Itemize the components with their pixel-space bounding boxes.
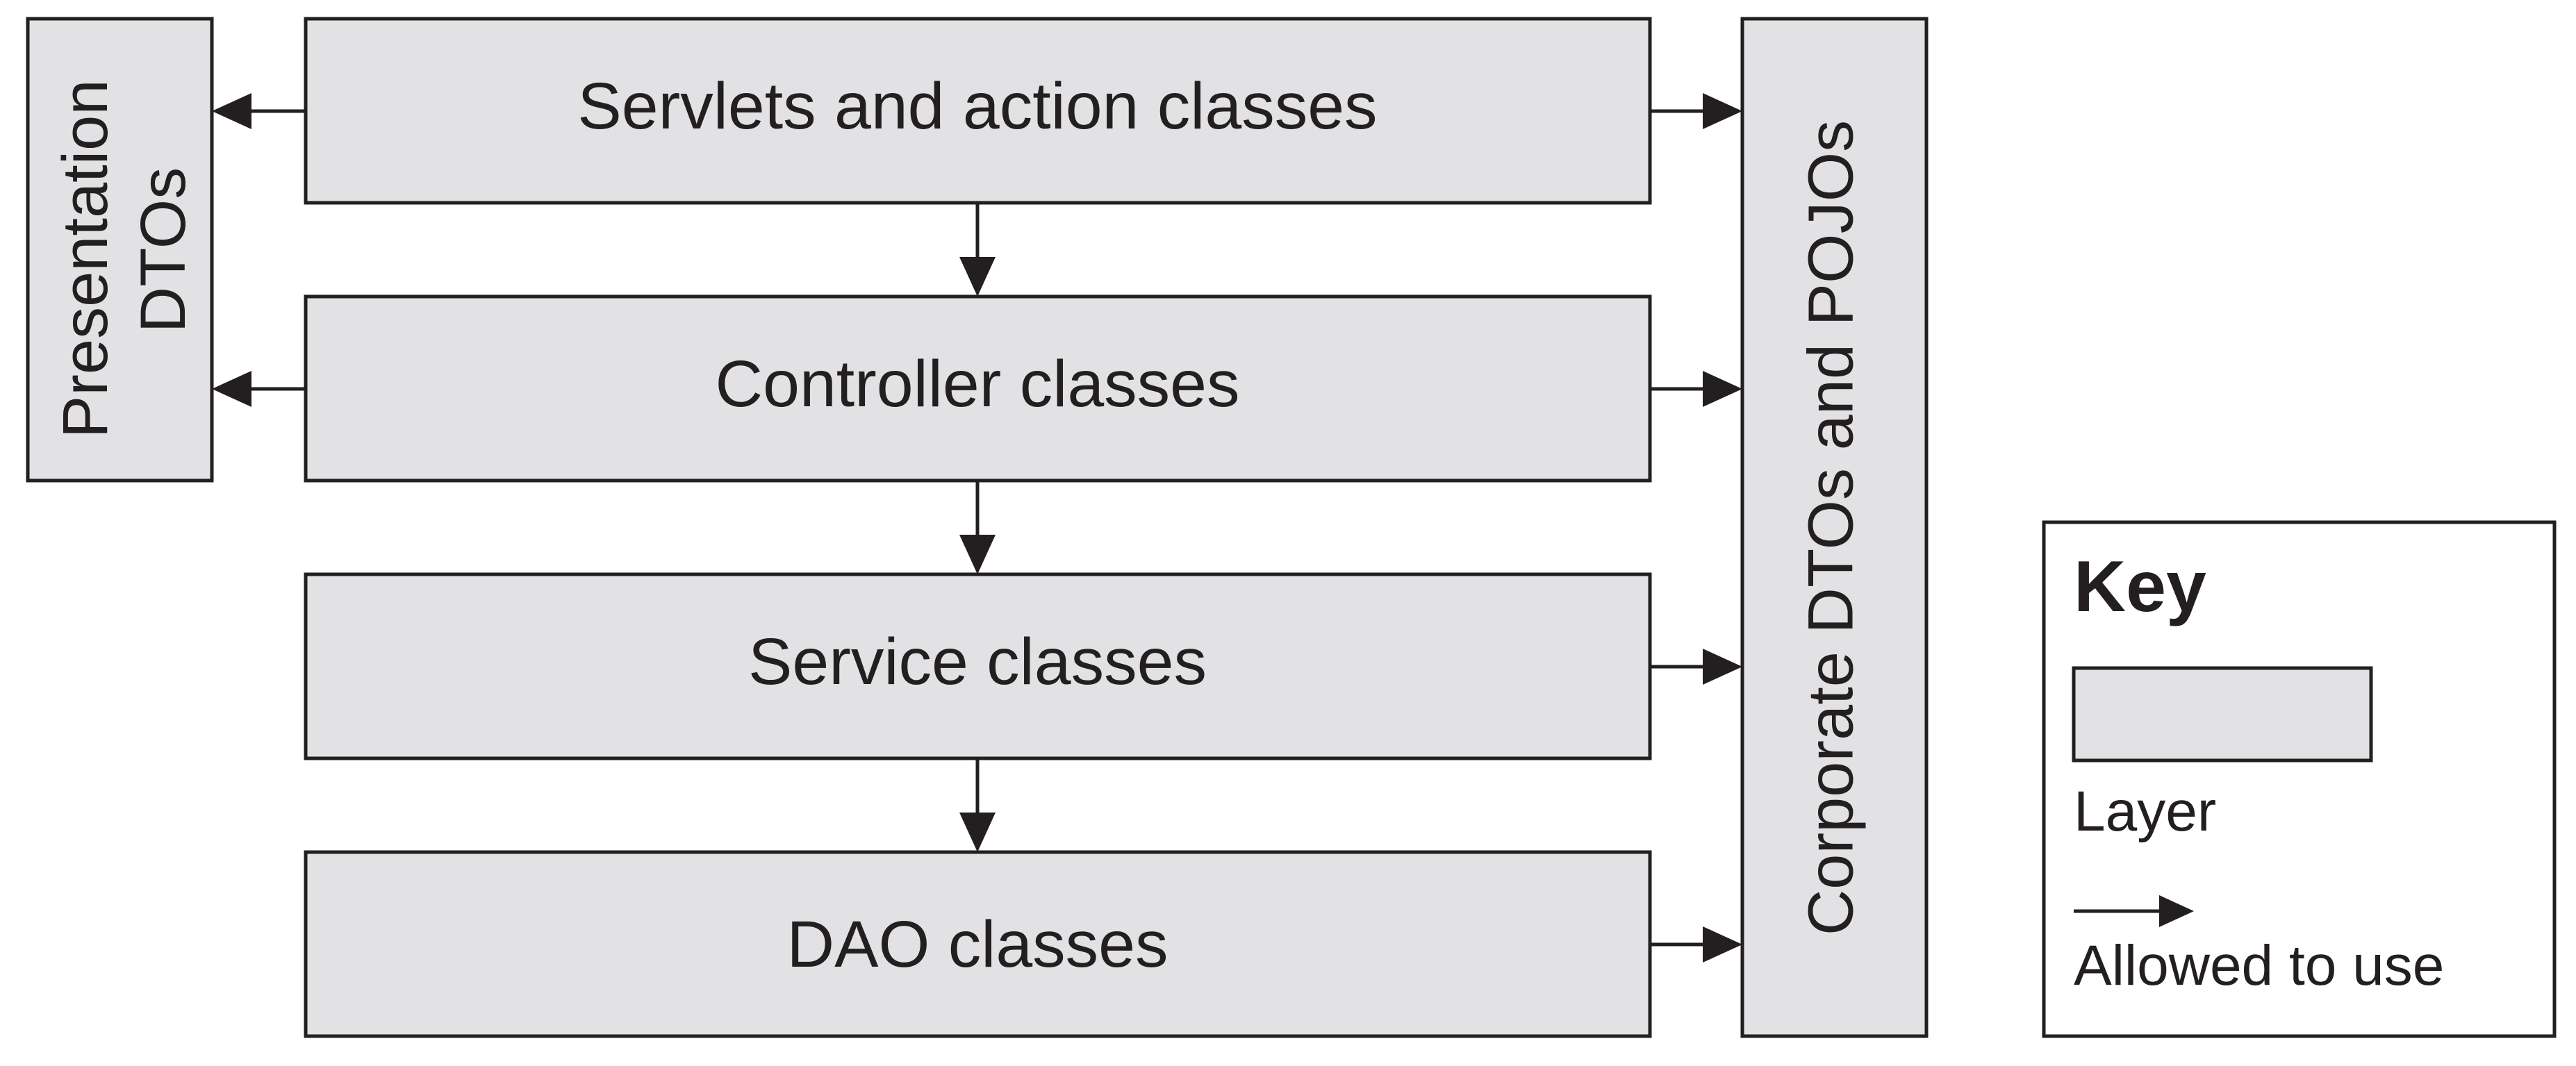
layer-service: Service classes — [304, 572, 1652, 760]
corporate-dtos-box: Corporate DTOs and POJOs — [1740, 17, 1929, 1038]
key-legend: Key Layer Allowed to use — [2042, 520, 2557, 1038]
layer-servlets: Servlets and action classes — [304, 17, 1652, 205]
key-layer-swatch — [2072, 666, 2373, 763]
layer-dao-label: DAO classes — [786, 908, 1168, 981]
key-title: Key — [2074, 547, 2206, 627]
layer-dao: DAO classes — [304, 850, 1652, 1038]
arrow-servlets-to-controller — [959, 203, 996, 297]
presentation-dtos-line1: Presentation — [50, 80, 121, 439]
layer-controller: Controller classes — [304, 294, 1652, 483]
arrow-servlets-to-corporate-dtos — [1650, 93, 1742, 129]
layer-service-label: Service classes — [748, 625, 1207, 699]
arrow-controller-to-presentation-dtos — [212, 371, 306, 407]
arrow-dao-to-corporate-dtos — [1650, 926, 1742, 963]
presentation-dtos-box: Presentation DTOs — [26, 17, 214, 483]
key-arrow-label: Allowed to use — [2074, 934, 2444, 997]
layer-controller-label: Controller classes — [716, 347, 1240, 421]
corporate-dtos-label: Corporate DTOs and POJOs — [1795, 120, 1866, 935]
key-arrow-swatch — [2074, 895, 2194, 927]
arrow-service-to-corporate-dtos — [1650, 649, 1742, 685]
key-layer-label: Layer — [2074, 780, 2216, 843]
layer-servlets-label: Servlets and action classes — [577, 69, 1377, 143]
svg-text:Presentation DTOs: Presentation DTOs — [50, 62, 199, 438]
presentation-dtos-line2: DTOs — [128, 167, 199, 333]
arrow-controller-to-corporate-dtos — [1650, 371, 1742, 407]
arrow-service-to-dao — [959, 758, 996, 852]
arrow-servlets-to-presentation-dtos — [212, 93, 306, 129]
arrow-controller-to-service — [959, 481, 996, 574]
